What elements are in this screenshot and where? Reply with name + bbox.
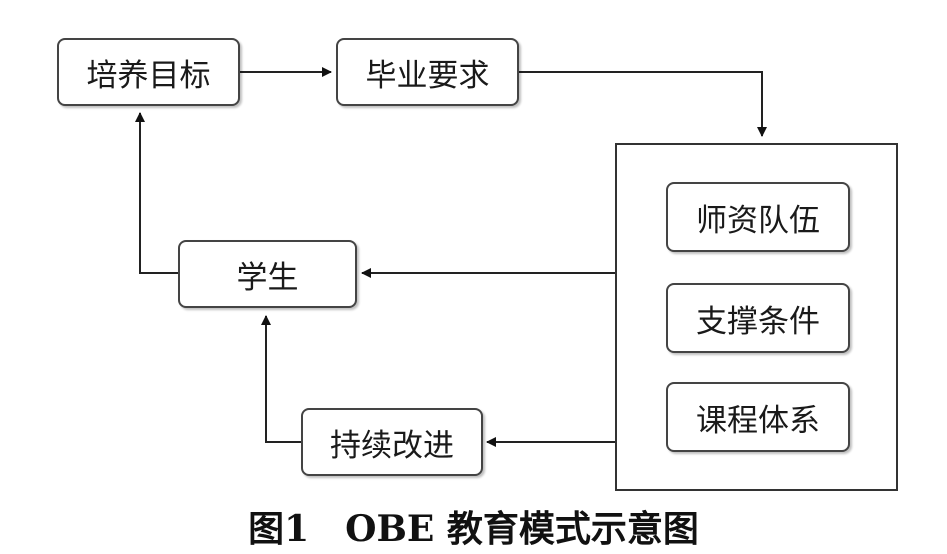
- node-support-label: 支撑条件: [696, 303, 820, 340]
- system-container: [615, 143, 898, 491]
- node-requirement-label: 毕业要求: [365, 57, 490, 94]
- edge-requirement-to-system: [519, 71, 767, 137]
- node-goal: 培养目标: [57, 38, 240, 106]
- node-support: 支撑条件: [666, 283, 850, 353]
- node-improve-label: 持续改进: [330, 427, 454, 464]
- node-improve: 持续改进: [301, 408, 483, 476]
- edge-student-to-goal: [135, 112, 178, 274]
- node-student-label: 学生: [236, 259, 299, 296]
- node-curriculum: 课程体系: [666, 382, 850, 452]
- node-faculty-label: 师资队伍: [696, 202, 820, 239]
- node-curriculum-label: 课程体系: [696, 402, 820, 439]
- figure-caption: 图1 OBE 教育模式示意图: [248, 508, 699, 550]
- node-requirement: 毕业要求: [336, 38, 519, 106]
- edge-improve-to-student: [261, 315, 301, 443]
- node-faculty: 师资队伍: [666, 182, 850, 252]
- node-goal-label: 培养目标: [86, 57, 211, 94]
- node-student: 学生: [178, 240, 357, 308]
